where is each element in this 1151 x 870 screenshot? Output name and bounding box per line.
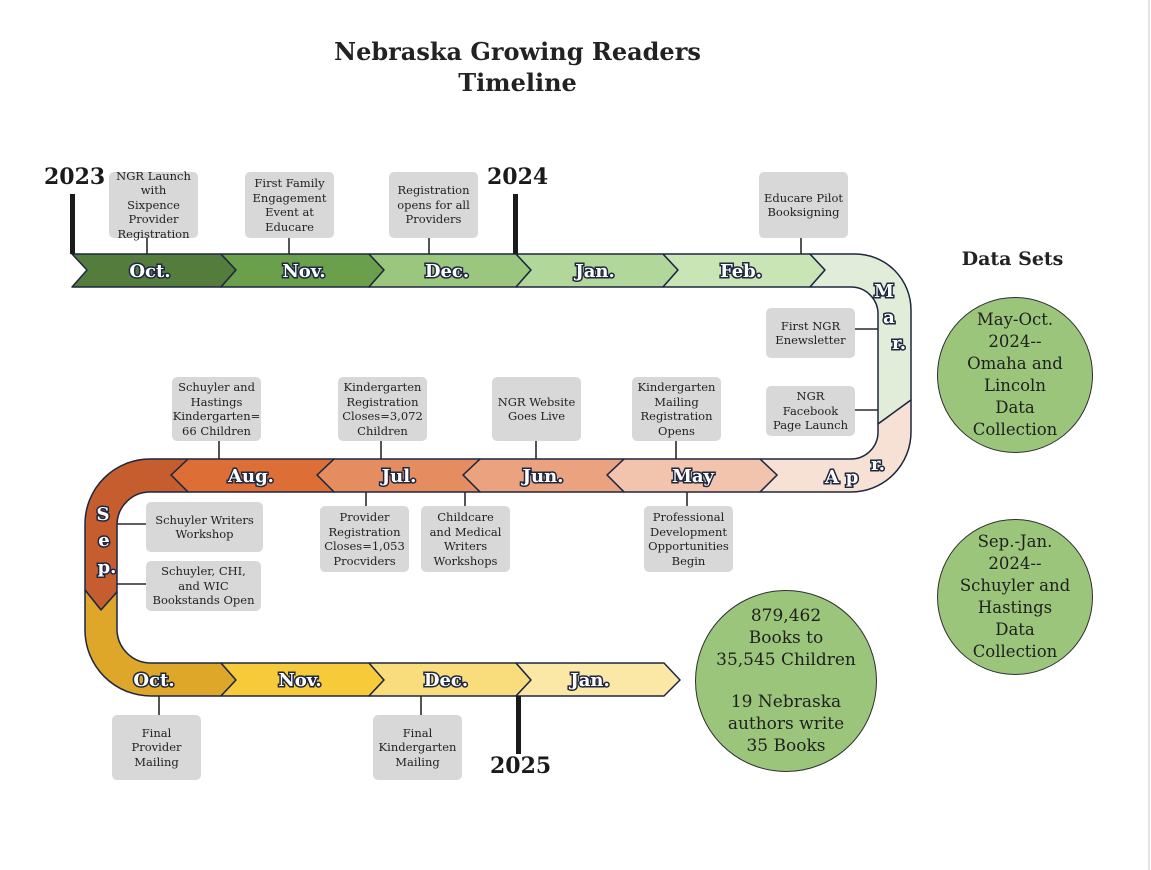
sep-letter: S: [97, 504, 110, 525]
title-line-1: Nebraska Growing Readers: [334, 37, 701, 66]
dataset-circle-omaha-lincoln: May-Oct. 2024-- Omaha and Lincoln Data C…: [937, 297, 1093, 453]
milestone-final-provider-mailing: Final Provider Mailing: [112, 715, 201, 780]
year-2024: 2024: [487, 164, 548, 190]
milestone-educare-pilot: Educare Pilot Booksigning: [759, 172, 848, 238]
month-aug: Aug.: [227, 466, 274, 487]
milestone-first-family-event: First Family Engagement Event at Educare: [245, 172, 334, 238]
stats-circle: 879,462 Books to 35,545 Children 19 Nebr…: [695, 590, 877, 772]
sep-letter: e: [98, 530, 109, 551]
milestone-kindergarten-mailing: Kindergarten Mailing Registration Opens: [632, 377, 721, 441]
segment-oct-2024: [84, 589, 237, 697]
stats-line: 35 Books: [746, 736, 826, 756]
dataset-line: Data: [995, 398, 1035, 417]
mar-letter: r.: [892, 333, 906, 354]
milestone-final-kindergarten-mailing: Final Kindergarten Mailing: [373, 715, 462, 780]
milestone-schuyler-hastings-kindergarten: Schuyler and Hastings Kindergarten= 66 C…: [172, 377, 261, 441]
datasets-heading: Data Sets: [961, 248, 1064, 270]
segment-jan-2025: [515, 662, 681, 697]
milestone-ngr-launch: NGR Launch with Sixpence Provider Regist…: [109, 169, 198, 241]
dataset-line: Omaha and: [967, 354, 1063, 373]
milestone-schuyler-writers-workshop: Schuyler Writers Workshop: [146, 502, 263, 552]
month-feb-2024: Feb.: [720, 261, 762, 282]
stats-line: 879,462: [750, 606, 822, 626]
sep-letter: p.: [98, 557, 117, 578]
dataset-line: Collection: [972, 420, 1058, 439]
mar-letter: a: [883, 307, 895, 328]
dataset-line: Collection: [972, 642, 1058, 661]
page-title: Nebraska Growing Readers Timeline: [300, 36, 735, 98]
stats-line: 35,545 Children: [716, 650, 856, 670]
month-nov-2024: Nov.: [278, 670, 321, 691]
month-oct-2024: Oct.: [133, 670, 174, 691]
year-marker-2025: [516, 696, 521, 754]
connector-lines: [117, 238, 878, 715]
year-marker-2024: [513, 194, 518, 254]
dataset-line: Sep.-Jan.: [977, 532, 1053, 551]
year-2023: 2023: [44, 164, 105, 190]
stats-line: Books to: [748, 628, 824, 648]
milestone-website-live: NGR Website Goes Live: [492, 377, 581, 441]
dataset-line: 2024--: [988, 554, 1042, 573]
dataset-circle-schuyler-hastings: Sep.-Jan. 2024-- Schuyler and Hastings D…: [937, 519, 1093, 675]
milestone-first-enewsletter: First NGR Enewsletter: [766, 308, 855, 358]
month-dec-2024: Dec.: [424, 670, 468, 691]
month-mar-vertical: Ma r.: [873, 280, 908, 356]
milestone-facebook-launch: NGR Facebook Page Launch: [766, 386, 855, 436]
apr-letter: A: [824, 467, 840, 488]
dataset-line: May-Oct.: [976, 310, 1054, 329]
year-2025: 2025: [490, 753, 551, 779]
month-dec-2023: Dec.: [425, 261, 469, 282]
milestone-kindergarten-registration-closes: Kindergarten Registration Closes=3,072 C…: [338, 377, 427, 441]
dataset-line: Lincoln: [984, 376, 1046, 395]
milestone-bookstands-open: Schuyler, CHI, and WIC Bookstands Open: [146, 561, 261, 611]
month-nov-2023: Nov.: [282, 261, 325, 282]
month-jan-2025: Jan.: [568, 670, 610, 691]
year-marker-2023: [70, 194, 75, 254]
milestone-registration-opens: Registration opens for all Providers: [389, 172, 478, 238]
dataset-line: Schuyler and: [959, 576, 1071, 595]
apr-letter: p: [846, 467, 859, 488]
month-sep-vertical: Se p.: [95, 503, 118, 580]
month-jan-2024: Jan.: [573, 261, 615, 282]
mar-letter: M: [874, 281, 894, 302]
month-may: May: [672, 466, 715, 487]
month-jun: Jun.: [521, 466, 564, 487]
milestone-provider-registration-closes: Provider Registration Closes=1,053 Procv…: [320, 506, 409, 572]
milestone-professional-development: Professional Development Opportunities B…: [644, 506, 733, 572]
stats-line: authors write: [727, 714, 845, 734]
dataset-line: 2024--: [988, 332, 1042, 351]
month-oct-2023: Oct.: [129, 261, 170, 282]
apr-letter: r.: [871, 454, 885, 475]
month-jul: Jul.: [380, 466, 417, 487]
milestone-childcare-medical-workshops: Childcare and Medical Writers Workshops: [421, 506, 510, 572]
dataset-line: Hastings: [977, 598, 1053, 617]
segment-sep: [84, 458, 189, 611]
segment-apr: [759, 399, 912, 493]
stats-line: 19 Nebraska: [730, 692, 842, 712]
dataset-line: Data: [995, 620, 1035, 639]
page-edge: [1148, 0, 1150, 870]
segment-mar: [809, 253, 912, 425]
title-line-2: Timeline: [458, 68, 577, 97]
